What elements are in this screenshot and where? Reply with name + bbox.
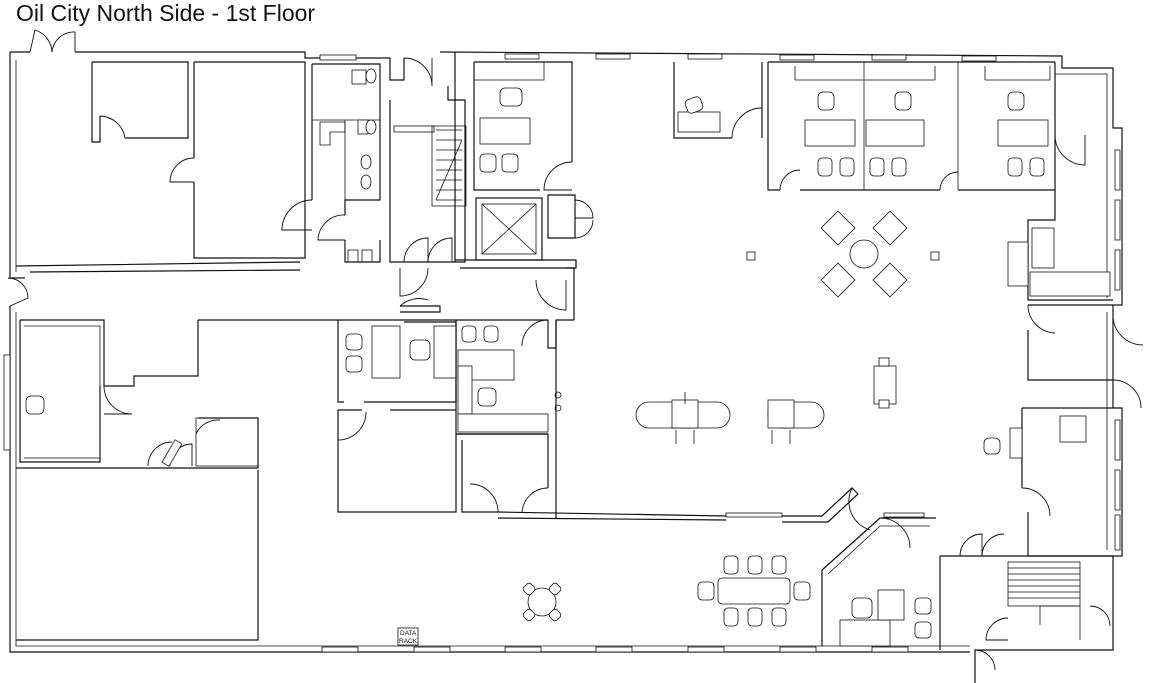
southeast-office [821,517,936,647]
south-corridor [497,487,871,531]
plan-title: Oil City North Side - 1st Floor [16,0,316,26]
restrooms [281,63,381,263]
northwest-rooms [15,29,306,273]
north-office [454,52,573,262]
data-rack-label-2: RACK [399,638,418,645]
round-table [522,582,562,622]
north-corridor-doors [399,267,575,320]
workstation-pods [635,357,897,444]
data-rack-label-1: DATA [400,630,417,637]
exterior-walls [9,51,1123,683]
windows [3,53,1121,653]
central-office-right [455,319,574,435]
elevator [455,194,594,269]
central-offices [198,319,457,441]
lounge [746,210,940,298]
north-offices-row [767,61,1086,191]
north-small-office [673,62,763,139]
east-reception [1007,190,1144,409]
conference-table [697,555,811,627]
southeast-stair [939,533,1113,671]
data-rack: DATA RACK [397,627,419,646]
west-suite [7,277,259,641]
west-lower-room [337,320,557,518]
